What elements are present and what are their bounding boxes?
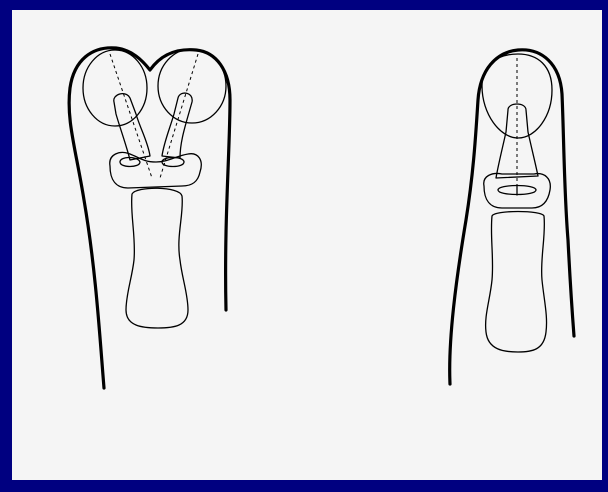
left-finger-outline [69,48,230,388]
left-finger-drawing [69,48,230,388]
right-finger-outline [450,50,574,384]
left-distal-phalanx-b [162,93,192,158]
left-nail-b [158,49,226,123]
right-middle-phalanx [486,212,547,353]
left-middle-phalanx [126,188,188,328]
left-axis-b [160,54,198,178]
left-nail-a [83,50,147,126]
diagram-panel [12,10,602,480]
right-finger-drawing [450,50,574,384]
diagram-canvas [12,10,602,480]
